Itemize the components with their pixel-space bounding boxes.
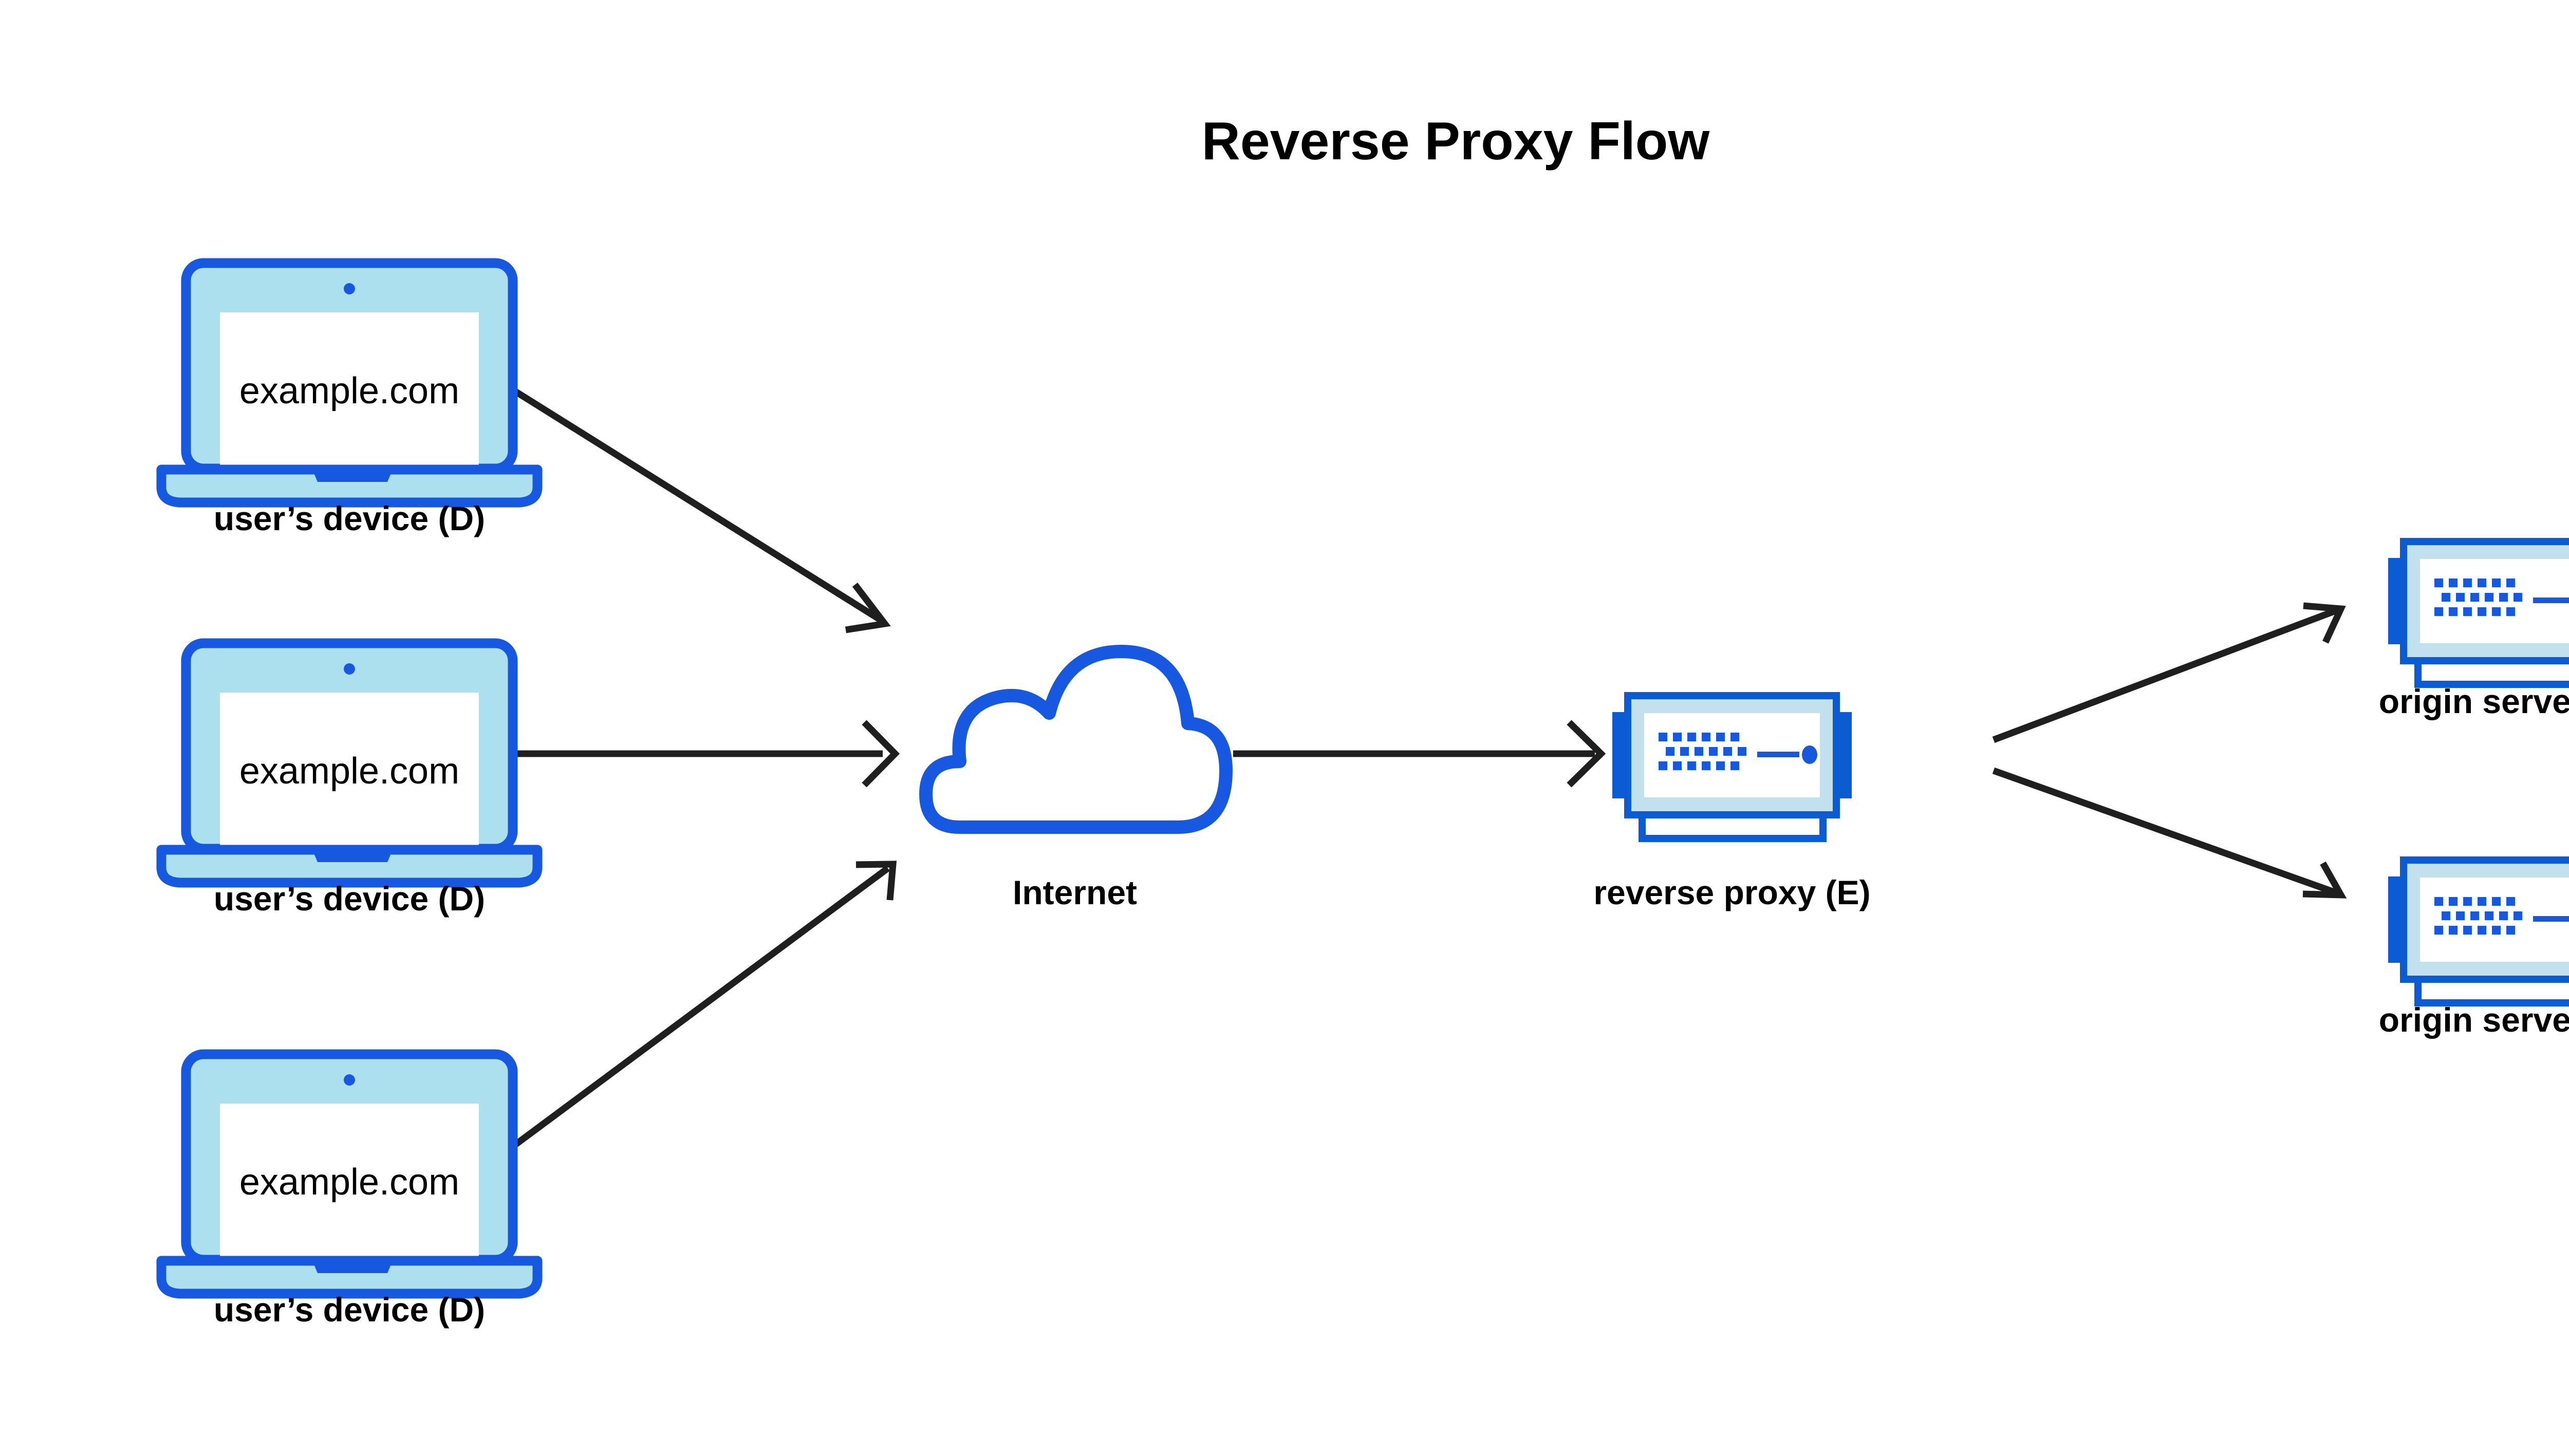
- node-label-internet: Internet: [1013, 873, 1137, 911]
- node-label-reverse-proxy: reverse proxy (E): [1593, 873, 1870, 911]
- server-icon: [2388, 860, 2569, 1003]
- laptop-screen-text: example.com: [239, 751, 459, 792]
- node-label-origin-server-1: origin server (F): [2379, 682, 2569, 720]
- node-internet[interactable]: Internet: [919, 645, 1233, 911]
- node-origin-server-2[interactable]: origin server (F): [2379, 860, 2569, 1039]
- node-user-device-1[interactable]: example.com user’s device (D): [161, 263, 537, 537]
- edge-device1-internet: [512, 387, 891, 633]
- edge-internet-proxy: [1233, 720, 1606, 788]
- laptop-screen-text: example.com: [239, 370, 459, 412]
- edge-device3-internet: [501, 861, 897, 1156]
- node-user-device-3[interactable]: example.com user’s device (D): [161, 1054, 537, 1329]
- node-origin-server-1[interactable]: origin server (F): [2379, 542, 2569, 720]
- cloud-icon: [919, 645, 1233, 834]
- node-label-user-device-3: user’s device (D): [214, 1291, 485, 1329]
- edge-proxy-origin1: [1992, 602, 2346, 743]
- node-user-device-2[interactable]: example.com user’s device (D): [161, 643, 537, 918]
- server-icon: [1612, 696, 1852, 838]
- node-label-user-device-2: user’s device (D): [214, 880, 485, 918]
- node-label-user-device-1: user’s device (D): [214, 499, 485, 537]
- laptop-screen-text: example.com: [239, 1162, 459, 1203]
- server-icon: [2388, 542, 2569, 684]
- node-reverse-proxy[interactable]: reverse proxy (E): [1593, 696, 1871, 911]
- edge-device2-internet: [507, 720, 900, 788]
- edge-proxy-origin2: [1992, 767, 2347, 899]
- node-label-origin-server-2: origin server (F): [2379, 1001, 2569, 1039]
- edges-layer: [501, 387, 2347, 1156]
- page-title: Reverse Proxy Flow: [1202, 111, 1710, 171]
